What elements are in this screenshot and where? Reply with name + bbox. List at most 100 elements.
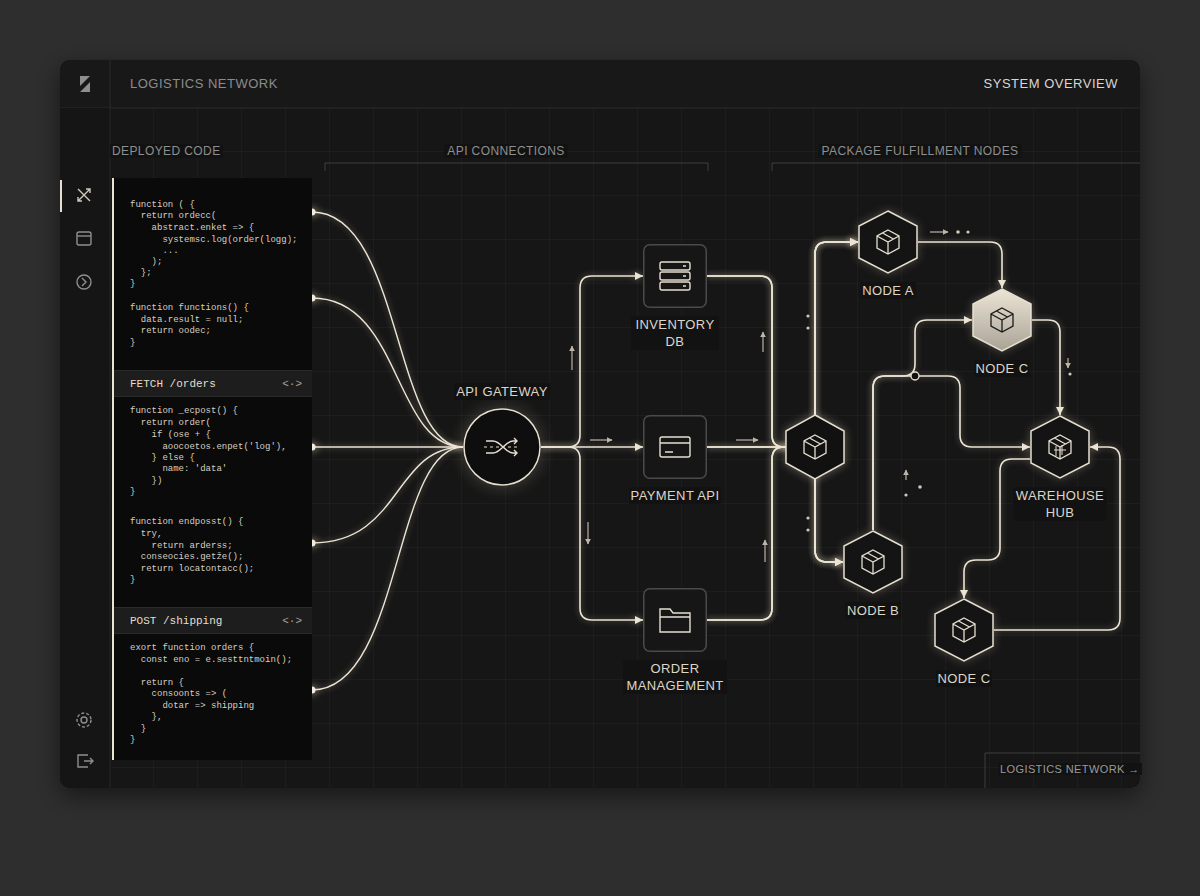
fulfillment-node: NODE C: [934, 598, 994, 687]
node-label: NODE B: [845, 602, 901, 619]
code-panel: function ( { return ordecc( abstract.enk…: [112, 178, 312, 760]
node-label: NODE C: [974, 360, 1031, 377]
code-line: }: [130, 574, 135, 586]
connector: [707, 242, 858, 447]
code-line: } else {: [130, 452, 195, 464]
window-chrome: [60, 60, 1140, 788]
service-icon-box: [643, 244, 707, 308]
fulfillment-node: NODE A: [858, 210, 918, 299]
code-line: conseocies.getže();: [130, 551, 243, 563]
code-line: return oodec;: [130, 325, 211, 337]
code-line: return locatontacc();: [130, 563, 254, 575]
code-line: }: [130, 486, 135, 498]
node-label: ORDER MANAGEMENT: [623, 660, 727, 694]
section-label: API CONNECTIONS: [444, 144, 567, 158]
node-label: INVENTORY DB: [631, 316, 719, 350]
gateway-node: API GATEWAY: [454, 383, 550, 486]
code-line: const eno = e.sesttntmoin();: [130, 654, 292, 666]
connector: [918, 242, 1002, 288]
code-line: abstract.enket => {: [130, 222, 254, 234]
hexagon-node: [858, 210, 918, 274]
node-label: PAYMENT API: [629, 487, 722, 504]
service-icon-box: [643, 415, 707, 479]
code-line: ...: [130, 245, 179, 257]
hexagon-node: [972, 288, 1032, 352]
connector: [707, 242, 858, 447]
flow-ticks: [572, 232, 1068, 562]
code-line: try,: [130, 528, 162, 540]
endpoint-bar: FETCH /orders <·>: [114, 370, 312, 397]
connector: [312, 212, 463, 447]
section-label: LOGISTICS NETWORK →: [998, 763, 1142, 775]
node-label: NODE C: [936, 670, 993, 687]
code-line: };: [130, 267, 152, 279]
connector: [873, 320, 972, 530]
node-label: NODE A: [860, 282, 916, 299]
connector: [312, 446, 463, 447]
section-label: SYSTEM OVERVIEW: [984, 76, 1118, 91]
code-line: }: [130, 337, 135, 349]
endpoint-icon: <·>: [282, 614, 302, 628]
connector: [312, 298, 463, 447]
app-window: [60, 60, 1140, 788]
code-line: if (ose + {: [130, 429, 211, 441]
code-line: function functions() {: [130, 302, 249, 314]
connector: [707, 242, 858, 620]
node-label: WAREHOUSE HUB: [1013, 487, 1107, 521]
code-line: }: [130, 278, 135, 290]
connector: [541, 447, 643, 620]
connector: [707, 276, 843, 562]
service-icon-box: [643, 588, 707, 652]
section-label: DEPLOYED CODE: [110, 144, 223, 158]
code-line: function _ecpost() {: [130, 405, 238, 417]
hexagon-node: [843, 530, 903, 594]
gateway-circle: [463, 408, 541, 486]
code-line: name: 'data': [130, 463, 227, 475]
endpoint-label: FETCH /orders: [130, 377, 216, 391]
section-label: PACKAGE FULFILLMENT NODES: [819, 144, 1022, 158]
code-line: exort function orders {: [130, 642, 254, 654]
section-brackets: [325, 163, 1140, 788]
sidebar-icons: [77, 76, 93, 767]
code-line: }: [130, 734, 135, 746]
service-box: INVENTORY DB: [631, 244, 719, 350]
router-hexagon: [786, 415, 844, 479]
code-line: return ordecc(: [130, 210, 216, 222]
endpoint-bar: POST /shipping <·>: [114, 607, 312, 634]
connector: [312, 447, 463, 690]
connector: [1032, 320, 1060, 415]
code-line: }): [130, 475, 162, 487]
hexagon-node: [1030, 415, 1090, 479]
code-line: dotar => shipping: [130, 700, 254, 712]
code-line: systemsc.log(order(logg);: [130, 234, 297, 246]
code-line: return {: [130, 677, 184, 689]
code-line: consoonts => (: [130, 688, 227, 700]
code-line: },: [130, 711, 162, 723]
endpoint-label: POST /shipping: [130, 614, 222, 628]
code-line: );: [130, 256, 162, 268]
fulfillment-node: WAREHOUSE HUB: [1013, 415, 1107, 521]
service-box: ORDER MANAGEMENT: [623, 588, 727, 694]
fulfillment-node: NODE B: [843, 530, 903, 619]
code-line: function endposst() {: [130, 516, 243, 528]
service-box: PAYMENT API: [629, 415, 722, 504]
endpoint-icon: <·>: [282, 377, 302, 391]
app-title: LOGISTICS NETWORK: [130, 76, 278, 91]
code-line: return order(: [130, 417, 211, 429]
code-line: return arderss;: [130, 540, 233, 552]
code-line: data.result = null;: [130, 314, 243, 326]
code-line: }: [130, 723, 146, 735]
code-line: aoocoetos.enpet('log'),: [130, 441, 287, 453]
connector: [541, 276, 643, 447]
fulfillment-node: NODE C: [972, 288, 1032, 377]
node-label: API GATEWAY: [454, 383, 550, 400]
junction-dot: [911, 372, 919, 380]
connector: [312, 447, 463, 543]
hexagon-node: [934, 598, 994, 662]
connector: [873, 376, 1030, 530]
code-line: function ( {: [130, 199, 195, 211]
connector: [964, 459, 1030, 598]
